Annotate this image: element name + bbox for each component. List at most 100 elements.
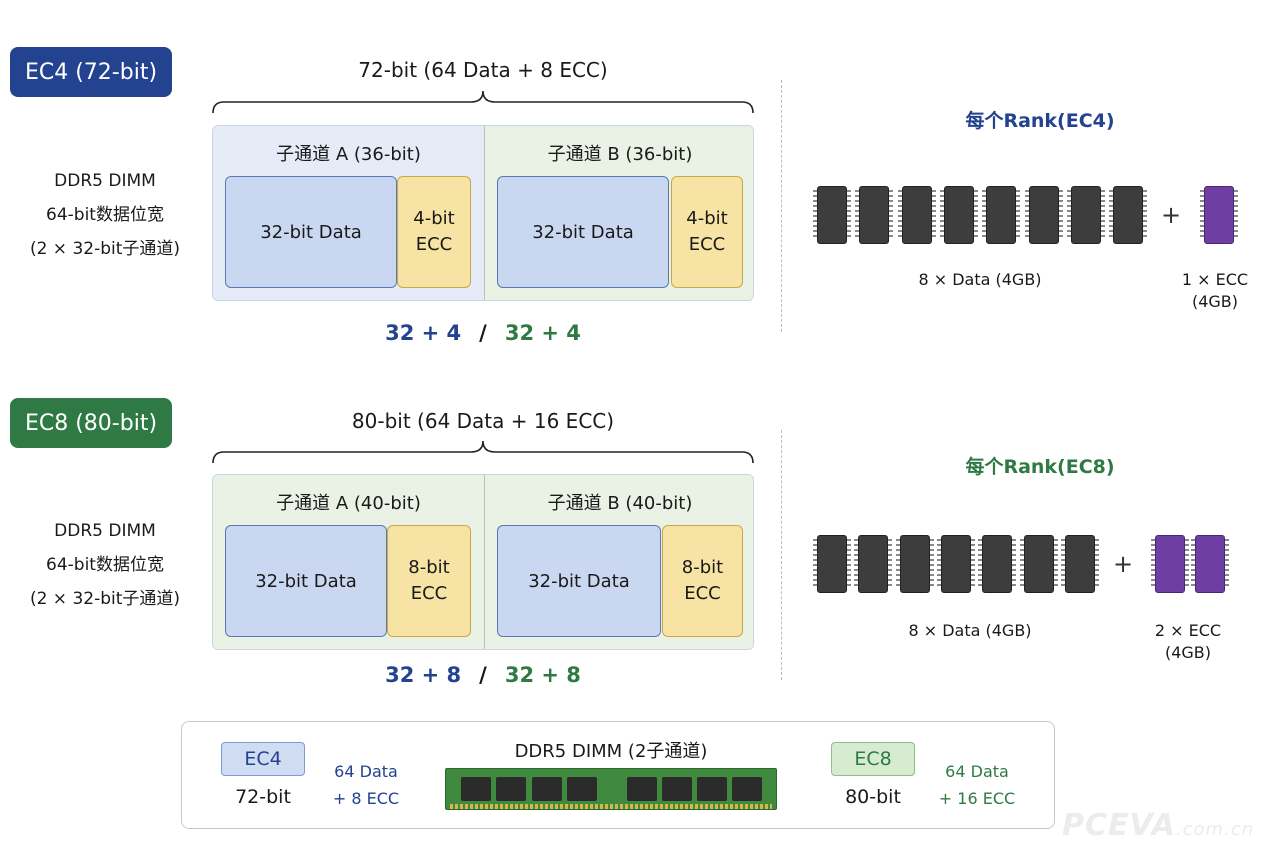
watermark-logo: PCEVA.com.cn: [1062, 808, 1254, 843]
dimm-chip: [627, 777, 657, 801]
data-memory-chip: [1019, 535, 1058, 593]
ec8-subchannel-a-data: 32-bit Data: [225, 525, 387, 637]
ec8-b-ecc-line1: 8-bit: [681, 557, 724, 578]
summary-title: DDR5 DIMM (2子通道): [514, 741, 708, 762]
ec8-ratio-a: 32 + 8: [385, 663, 462, 687]
data-memory-chip: [936, 535, 975, 593]
ec4-a-ecc-line2: ECC: [415, 234, 453, 255]
data-memory-chip: [1060, 535, 1099, 593]
ec8-rank-title: 每个Rank(EC8): [965, 456, 1115, 478]
ec8-side-line-3: (2 × 32-bit子通道): [29, 589, 181, 609]
ec4-subchannel-b-data: 32-bit Data: [497, 176, 669, 288]
ec8-plus: +: [1113, 550, 1134, 578]
ec4-a-ecc-line1: 4-bit: [413, 208, 455, 229]
watermark-domain: .com.cn: [1175, 819, 1255, 840]
ec4-data-caption: 8 × Data (4GB): [918, 270, 1042, 289]
dimm-chip: [567, 777, 597, 801]
ec4-side-line-1: DDR5 DIMM: [54, 171, 156, 191]
summary-ec4-desc: 64 Data + 8 ECC: [316, 758, 416, 812]
ec8-subchannel-a-label: 子通道 A (40-bit): [276, 493, 421, 514]
ec8-subchannel-b-data: 32-bit Data: [497, 525, 661, 637]
data-memory-chip: [982, 186, 1021, 244]
summary-ec8-desc-1: 64 Data: [945, 762, 1009, 781]
ec4-side-line-3: (2 × 32-bit子通道): [29, 239, 181, 259]
dimm-chip: [697, 777, 727, 801]
ec4-b-ecc-line2: ECC: [688, 234, 726, 255]
ecc-memory-chip: [1191, 535, 1229, 593]
ecc-memory-chip: [1200, 186, 1238, 244]
ec4-ecc-caption-2: (4GB): [1191, 292, 1239, 311]
summary-ec8-badge: EC8: [831, 742, 915, 776]
summary-ec4-desc-1: 64 Data: [334, 762, 398, 781]
ec8-side-line-1: DDR5 DIMM: [54, 521, 156, 541]
ec8-ratio-b: 32 + 8: [504, 663, 581, 687]
ec8-ratio-separator: /: [479, 663, 487, 687]
ec8-badge: EC8 (80-bit): [10, 398, 172, 448]
data-memory-chip: [978, 535, 1017, 593]
watermark-brand: PCEVA: [1062, 808, 1176, 843]
summary-ec8-desc-2: + 16 ECC: [938, 789, 1016, 808]
ecc-memory-chip: [1151, 535, 1189, 593]
data-memory-chip: [1024, 186, 1063, 244]
data-memory-chip: [895, 535, 934, 593]
ec4-total-width: 72-bit (64 Data + 8 ECC): [358, 58, 608, 82]
ec8-side-line-2: 64-bit数据位宽: [46, 555, 164, 575]
data-memory-chip: [897, 186, 936, 244]
data-memory-chip: [813, 186, 851, 244]
data-memory-chip: [855, 186, 894, 244]
data-memory-chip: [939, 186, 978, 244]
ec8-ecc-caption: 2 × ECC (4GB): [1138, 620, 1238, 664]
ec4-subchannel-a-data: 32-bit Data: [225, 176, 397, 288]
summary-panel: [181, 721, 1055, 829]
ec8-b-ecc-line2: ECC: [684, 583, 721, 604]
ec8-total-width: 80-bit (64 Data + 16 ECC): [351, 409, 615, 433]
ec4-badge: EC4 (72-bit): [10, 47, 172, 97]
ec8-a-ecc-line2: ECC: [410, 583, 448, 604]
dimm-chip: [532, 777, 562, 801]
ec4-divider: [781, 80, 782, 332]
ec4-subchannel-a-label: 子通道 A (36-bit): [276, 144, 421, 165]
ec8-ratio: 32 + 8 / 32 + 8: [212, 663, 754, 687]
ec8-ecc-caption-1: 2 × ECC: [1154, 621, 1222, 640]
ec8-side-description: DDR5 DIMM 64-bit数据位宽 (2 × 32-bit子通道): [0, 514, 210, 616]
ec8-data-caption: 8 × Data (4GB): [908, 621, 1032, 640]
dimm-module: [445, 768, 777, 810]
summary-ec4-width: 72-bit: [235, 786, 291, 808]
ec8-a-ecc-line1: 8-bit: [408, 557, 450, 578]
summary-ec8-desc: 64 Data + 16 ECC: [922, 758, 1032, 812]
dimm-chip: [662, 777, 692, 801]
ec4-ratio-a: 32 + 4: [385, 321, 462, 345]
summary-ec4-badge: EC4: [221, 742, 305, 776]
dimm-chip: [732, 777, 762, 801]
ec8-ecc-caption-2: (4GB): [1164, 643, 1212, 662]
ec4-ratio-separator: /: [479, 321, 487, 345]
ec4-b-ecc-line1: 4-bit: [686, 208, 728, 229]
ec4-ratio-b: 32 + 4: [504, 321, 581, 345]
ec4-ratio: 32 + 4 / 32 + 4: [212, 321, 754, 345]
dimm-chip: [496, 777, 526, 801]
ec4-plus: +: [1161, 201, 1182, 229]
data-memory-chip: [854, 535, 893, 593]
data-memory-chip: [1066, 186, 1105, 244]
dimm-pins: [450, 804, 772, 809]
summary-ec4-desc-2: + 8 ECC: [332, 789, 400, 808]
ec4-ecc-caption-1: 1 × ECC: [1181, 270, 1249, 289]
ec4-rank-title: 每个Rank(EC4): [965, 110, 1115, 132]
summary-ec8-width: 80-bit: [845, 786, 901, 808]
ec4-ecc-caption: 1 × ECC (4GB): [1165, 269, 1265, 313]
data-memory-chip: [813, 535, 851, 593]
ec8-brace: [212, 440, 754, 464]
dimm-chip: [461, 777, 491, 801]
data-memory-chip: [1109, 186, 1148, 244]
ec4-side-line-2: 64-bit数据位宽: [46, 205, 164, 225]
ec8-divider: [781, 430, 782, 680]
